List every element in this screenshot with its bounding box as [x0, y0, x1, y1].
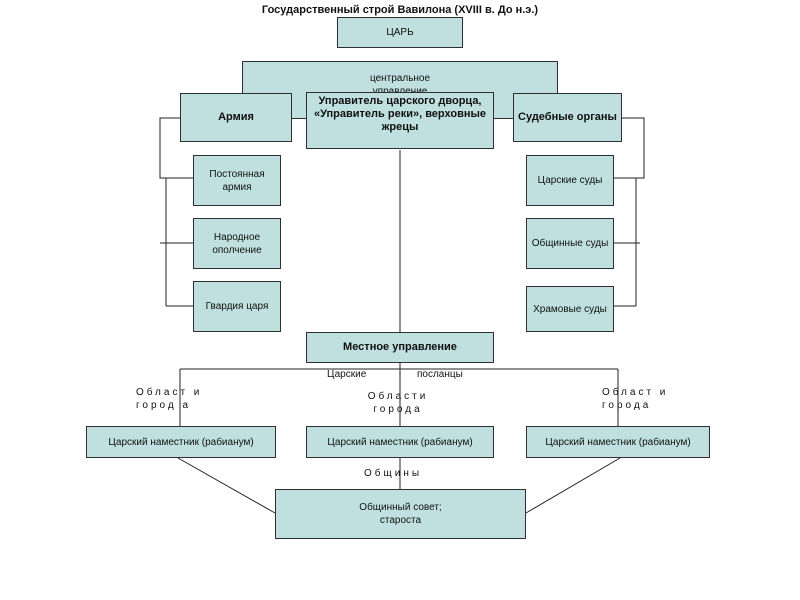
communities-label: Общины: [364, 468, 423, 479]
governor-box-right: Царский наместник (рабианум): [526, 426, 710, 458]
palace-officials-box: Управитель царского дворца, «Управитель …: [306, 92, 494, 149]
governor-label-left: Царский наместник (рабианум): [108, 436, 254, 448]
standing-army-label: Постоянная армия: [209, 168, 265, 193]
royal-guard-box: Гвардия царя: [193, 281, 281, 332]
king-box: ЦАРЬ: [337, 17, 463, 48]
region-label-center: Области города: [367, 391, 429, 415]
judicial-organs-box: Судебные органы: [513, 93, 622, 142]
governor-box-center: Царский наместник (рабианум): [306, 426, 494, 458]
region-label-left: Област и город а: [136, 387, 203, 411]
palace-officials-label: Управитель царского дворца, «Управитель …: [314, 95, 486, 133]
peoples-militia-box: Народное ополчение: [193, 218, 281, 269]
king-label: ЦАРЬ: [386, 27, 414, 38]
community-council-box: Общинный совет; староста: [275, 489, 526, 539]
army-box: Армия: [180, 93, 292, 142]
community-council-label: Общинный совет; староста: [359, 502, 442, 526]
governor-label-center: Царский наместник (рабианум): [327, 436, 473, 448]
army-title: Армия: [218, 111, 254, 123]
royal-courts-box: Царские суды: [526, 155, 614, 206]
standing-army-box: Постоянная армия: [193, 155, 281, 206]
royal-guard-label: Гвардия царя: [205, 301, 269, 312]
central-management-label: центральное управление: [369, 73, 431, 97]
temple-courts-label: Храмовые суды: [533, 303, 607, 315]
royal-envoys-label-right: посланцы: [417, 369, 463, 380]
region-label-right: Област и города: [602, 387, 669, 411]
community-courts-box: Общинные суды: [526, 218, 614, 269]
local-management-label: Местное управление: [343, 341, 457, 353]
governor-label-right: Царский наместник (рабианум): [545, 436, 691, 448]
peoples-militia-label: Народное ополчение: [212, 231, 262, 256]
judicial-organs-title: Судебные органы: [518, 111, 617, 123]
diagram-title: Государственный строй Вавилона (XVIII в.…: [261, 4, 539, 16]
governor-box-left: Царский наместник (рабианум): [86, 426, 276, 458]
royal-envoys-label-left: Царские: [327, 369, 367, 380]
royal-courts-label: Царские суды: [537, 175, 603, 186]
temple-courts-box: Храмовые суды: [526, 286, 614, 332]
community-courts-label: Общинные суды: [531, 238, 609, 249]
local-management-box: Местное управление: [306, 332, 494, 363]
